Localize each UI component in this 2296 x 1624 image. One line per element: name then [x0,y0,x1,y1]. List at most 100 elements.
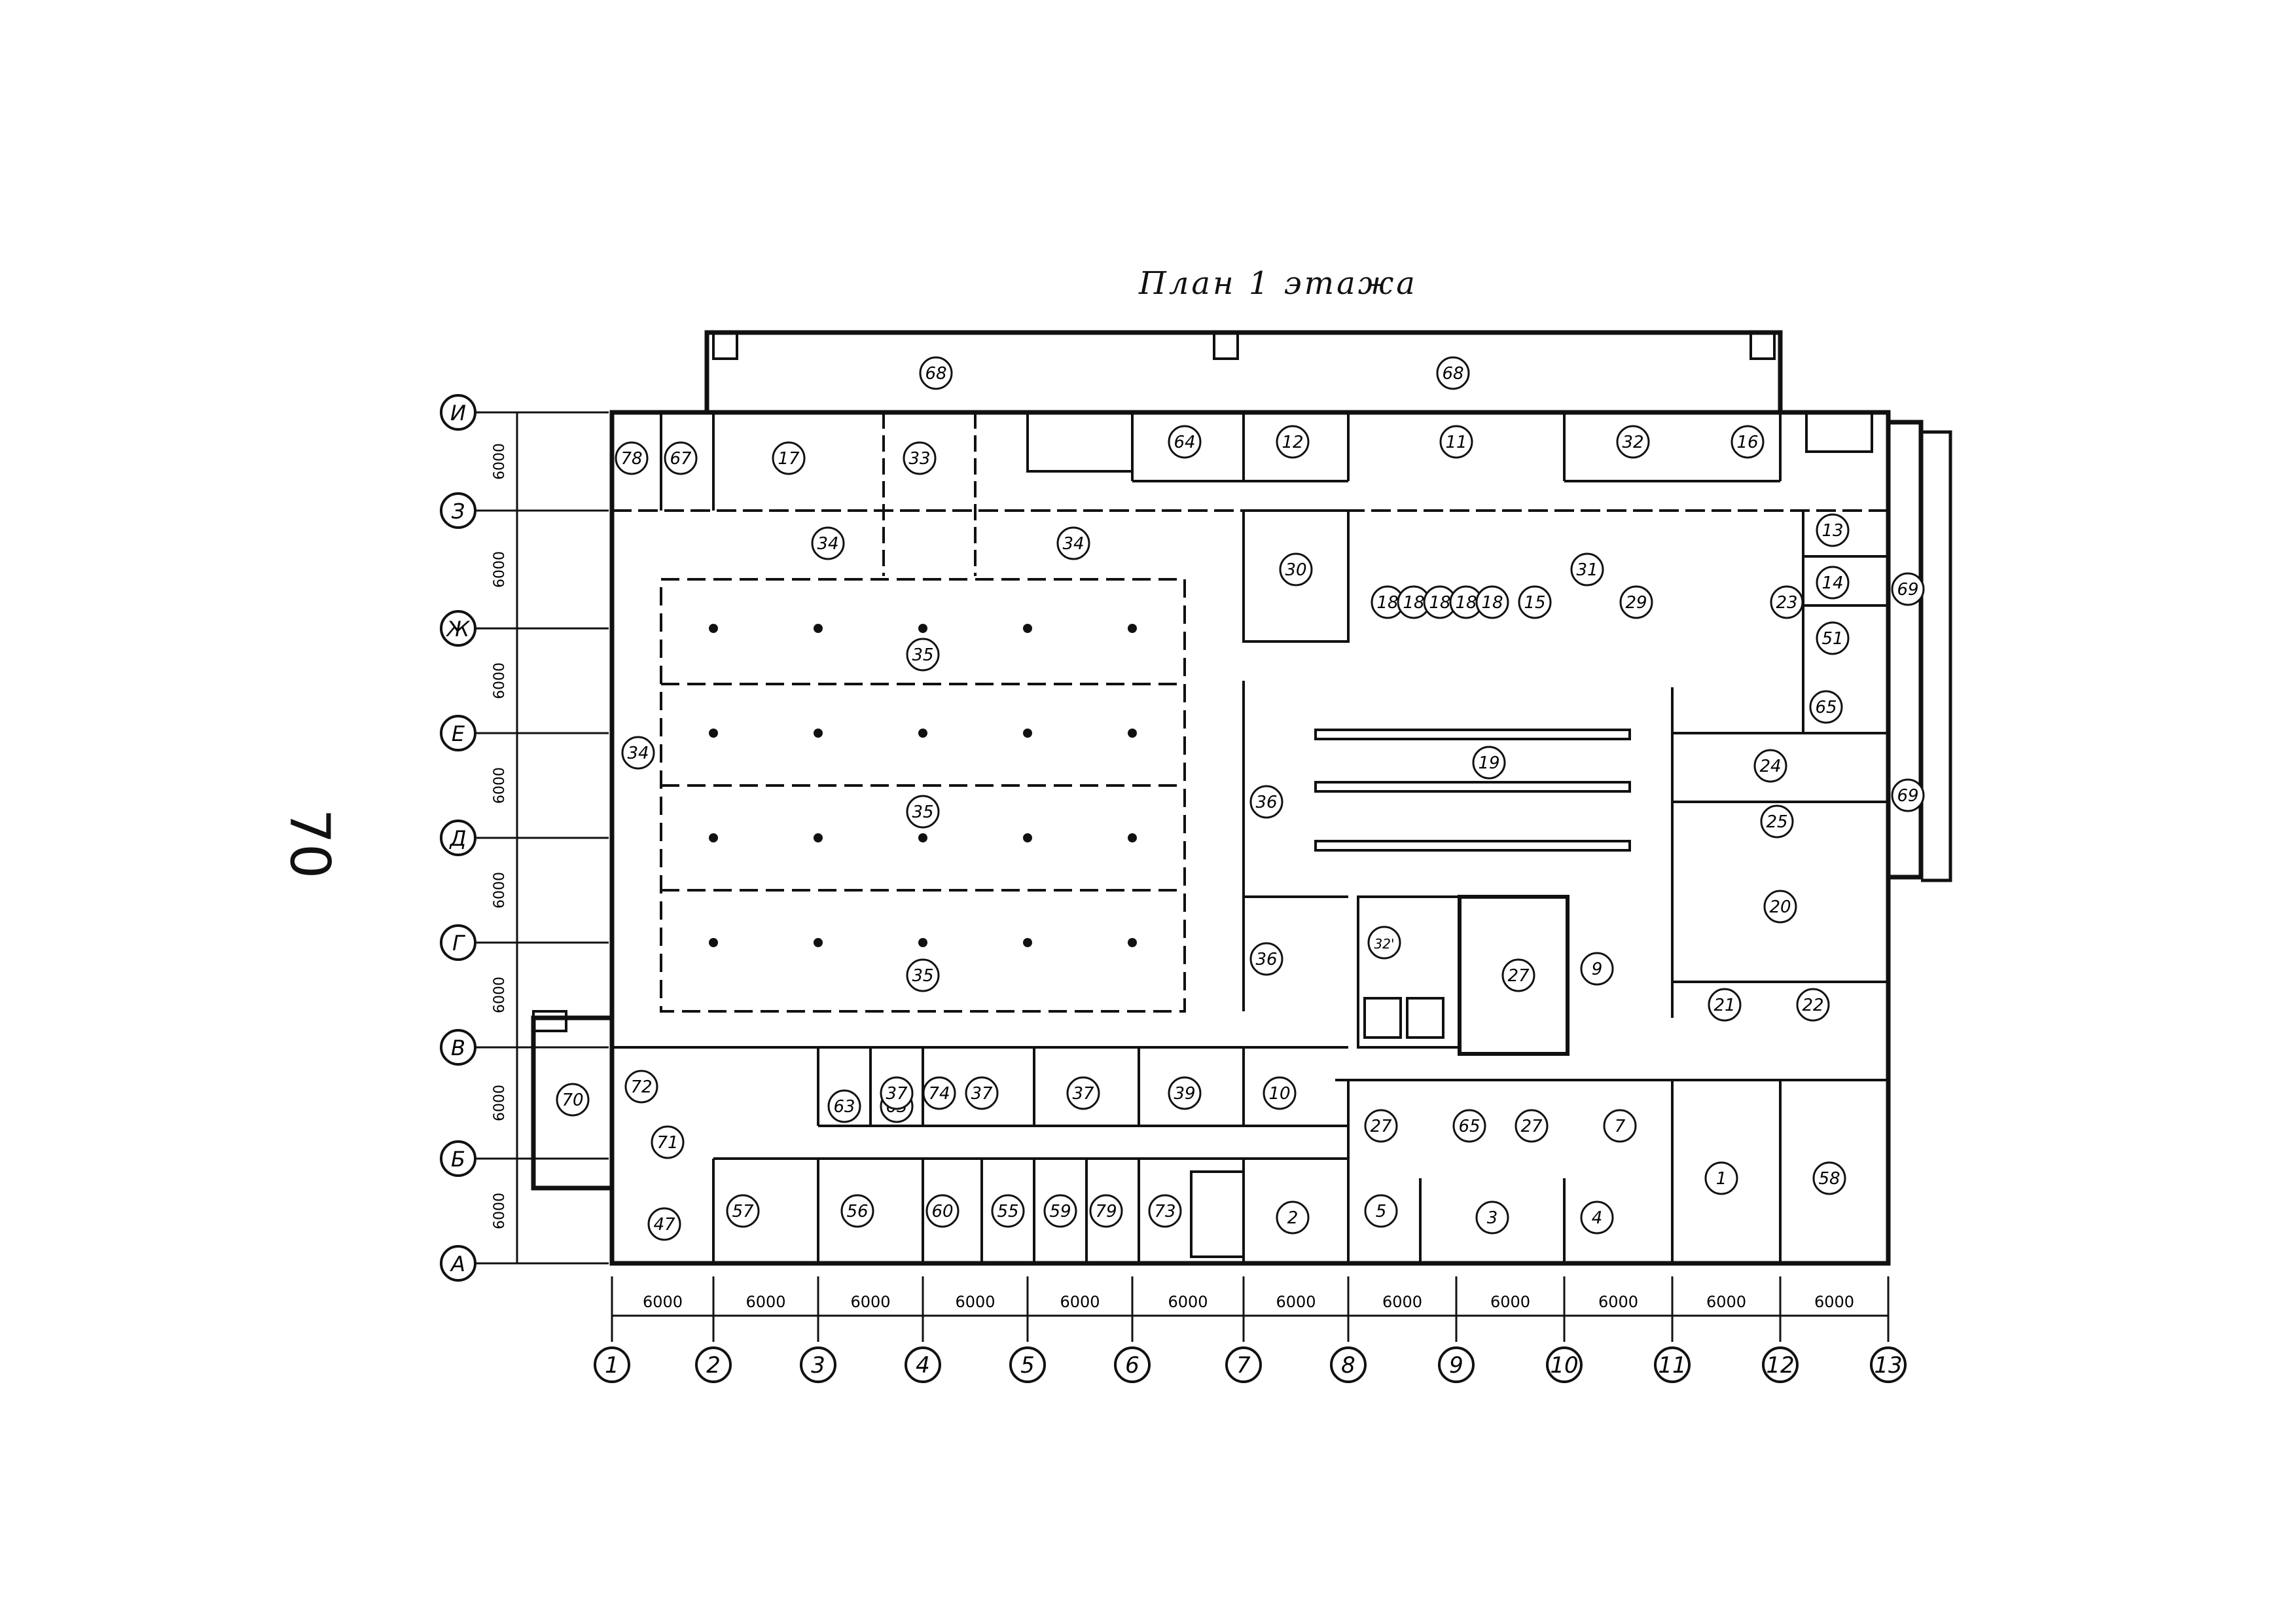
room-number: 55 [997,1202,1018,1221]
room-number: 69 [1897,580,1918,600]
room-number: 65 [1458,1117,1480,1136]
room-number: 16 [1736,433,1758,452]
room-bubble [1263,1076,1297,1110]
axis-bubble-col [1114,1346,1151,1383]
room-marker: 73 [1148,1194,1182,1228]
room-number: 36 [1255,950,1277,969]
column-dot [1023,938,1032,947]
room-bubble [615,441,649,475]
room-marker: 35 [906,795,940,829]
room-bubble [925,1194,960,1228]
room-bubble [1168,425,1202,459]
dimension-col: 6000 [1598,1293,1638,1311]
dimension-row: 6000 [492,767,508,804]
room-marker: 3 [1475,1200,1509,1235]
room-marker: 37 [965,1076,999,1110]
room-number: 17 [778,449,800,469]
dimension-col: 6000 [1382,1293,1422,1311]
axis-bubble-col [1546,1346,1583,1383]
room-number: 10 [1268,1084,1290,1104]
column-dot [814,938,823,947]
dimension-row: 6000 [492,551,508,588]
room-bubble [1452,1109,1486,1143]
room-number: 34 [1062,534,1084,554]
room-marker: 70 [556,1083,590,1117]
room-bubble [1580,952,1614,986]
room-number: 29 [1625,593,1647,613]
room-bubble [1148,1194,1182,1228]
axis-label-col: 4 [916,1352,930,1379]
room-bubble [991,1194,1025,1228]
room-bubble [922,1076,956,1110]
axis-label-row: Д [449,826,467,851]
room-marker: 14 [1816,566,1850,600]
column-dot [1128,729,1137,738]
dimension-col: 6000 [745,1293,785,1311]
room-marker: 13 [1816,513,1850,547]
room-number: 18 [1403,593,1424,613]
column-dot [1023,624,1032,633]
room-marker: 16 [1731,425,1765,459]
room-bubble [1475,585,1509,619]
axis-bubble-col [1009,1346,1046,1383]
axis-bubble-col [1762,1346,1799,1383]
axis-label-col: 10 [1550,1352,1578,1379]
room-number: 32' [1374,936,1395,952]
room-bubble [1168,1076,1202,1110]
axis-label-row: А [450,1252,465,1276]
room-marker: 1 [1704,1161,1738,1195]
axis-bubble-row [440,492,476,529]
room-bubble [1066,1076,1100,1110]
dimension-row: 6000 [492,977,508,1013]
room-bubble [621,736,655,770]
room-number: 70 [562,1091,583,1110]
room-marker: 59 [1043,1194,1077,1228]
column-dot [918,938,927,947]
room-number: 71 [656,1133,678,1153]
column-dot [814,729,823,738]
room-bubble [726,1194,760,1228]
room-marker: 29 [1619,585,1653,619]
room-number: 30 [1285,560,1306,580]
room-number: 47 [653,1215,675,1235]
room-marker: 7 [1603,1109,1637,1143]
room-number: 23 [1776,593,1797,613]
room-bubble [651,1125,685,1159]
room-number: 35 [912,803,933,822]
room-marker: 9 [1580,952,1614,986]
axis-label-row: Ж [446,617,471,641]
axis-bubble-col [1438,1346,1475,1383]
room-marker: 51 [1816,621,1850,655]
column-dot [709,624,718,633]
dimension-col: 6000 [850,1293,890,1311]
room-number: 68 [1442,364,1463,384]
room-bubble [624,1070,658,1104]
room-marker: 35 [906,638,940,672]
axis-bubble-col [695,1346,732,1383]
room-marker: 19 [1472,746,1506,780]
dimension-col: 6000 [643,1293,683,1311]
room-number: 19 [1478,753,1499,773]
room-number: 18 [1376,593,1398,613]
room-marker: 68 [919,356,953,390]
axis-label-row: Е [452,721,465,746]
room-number: 2 [1287,1208,1299,1228]
plan-walls [531,330,1952,1266]
column-dot [1128,624,1137,633]
room-number: 35 [912,645,933,665]
dimension-row: 6000 [492,1193,508,1229]
axis-bubble-row [440,1029,476,1066]
room-bubble [811,526,845,560]
room-bubble [1570,552,1604,586]
room-number: 9 [1592,960,1603,979]
room-marker: 17 [772,441,806,475]
room-bubble [1501,958,1535,992]
room-marker: 71 [651,1125,685,1159]
axis-label-col: 6 [1125,1352,1139,1379]
room-bubble [647,1207,681,1241]
room-bubble [880,1076,914,1110]
room-bubble [919,356,953,390]
room-number: 1 [1716,1169,1727,1189]
room-bubble [664,441,698,475]
